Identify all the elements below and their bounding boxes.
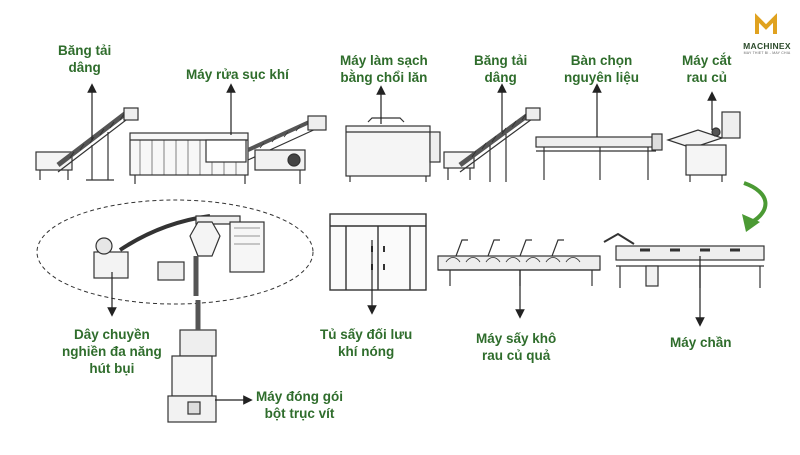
incline-conveyor-2-drawing: [443, 107, 541, 182]
screw-packer-drawing: [167, 300, 217, 423]
grinding-line-boundary: [36, 199, 314, 305]
brand-name: MACHINEX: [743, 41, 791, 51]
label-bubble-washer: Máy rửa sục khí: [186, 67, 289, 82]
sorting-table-drawing: [535, 133, 663, 180]
brand-logo: MACHINEX MAY THIET BI - MAY CHIA: [738, 14, 796, 55]
flow-curved-arrow: [742, 181, 768, 232]
brand-logo-mark: [755, 13, 777, 34]
brush-cleaner-drawing: [345, 117, 441, 182]
convection-dryer-drawing: [329, 213, 427, 291]
grinding-line-drawing: [93, 214, 265, 296]
vegetable-cutter-drawing: [666, 111, 741, 182]
bubble-washer-drawing: [129, 115, 327, 184]
label-blancher: Máy chần: [670, 335, 732, 350]
label-arrows: [87, 83, 717, 405]
vegetable-dryer-drawing: [437, 239, 601, 286]
brand-tagline: MAY THIET BI - MAY CHIA: [743, 51, 791, 55]
incline-conveyor-1-drawing: [35, 107, 139, 181]
blancher-drawing: [603, 232, 765, 288]
